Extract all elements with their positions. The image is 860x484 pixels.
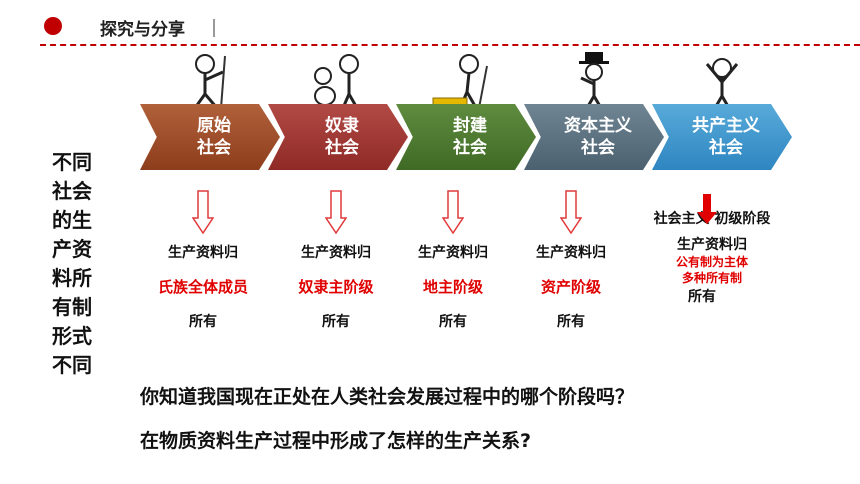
stage-label: 原始 社会 [197,116,231,158]
ownership-owner-line2: 多种所有制 [681,271,742,285]
stage-feudal: 封建 社会 [396,52,536,177]
slide-header: 探究与分享 [0,0,860,50]
ownership-column: 生产资料归 地主阶级 所有 [393,190,513,331]
stage-arrow: 封建 社会 [396,104,536,170]
question-2: 在物质资料生产过程中形成了怎样的生产关系? [140,430,532,452]
ownership-suffix: 所有 [189,314,217,330]
ownership-column: 生产资料归 奴隶主阶级 所有 [276,190,396,331]
cartoon-figure-icon [193,54,226,109]
ownership-owner: 氏族全体成员 [157,278,248,296]
down-arrow-icon [560,190,582,234]
socialism-column: 社会主义 初级阶段 生产资料归 公有制为主体 多种所有制 所有 [627,190,797,306]
stage-arrow: 原始 社会 [140,104,280,170]
cartoon-figure-icon [579,52,609,109]
stage-arrow: 奴隶 社会 [268,104,408,170]
socialism-stage-note: 社会主义 初级阶段 [653,211,771,227]
down-arrow-icon [442,190,464,234]
ownership-prefix: 生产资料归 [536,245,606,261]
header-title: 探究与分享 [100,20,185,40]
ownership-owner-line1: 公有制为主体 [675,255,748,269]
ownership-prefix: 生产资料归 [301,245,371,261]
header-dashed-line [40,44,860,46]
ownership-owner: 奴隶主阶级 [298,278,374,296]
ownership-suffix: 所有 [439,314,467,330]
ownership-column: 生产资料归 氏族全体成员 所有 [143,190,263,331]
society-stages: 原始 社会 奴隶 社会 封建 社会 [140,52,792,177]
red-dot-icon [44,17,62,35]
cartoon-figure-icon [432,54,488,109]
stage-communist: 共产主义 社会 [652,52,792,177]
header-divider [213,19,215,37]
ownership-prefix: 生产资料归 [418,245,488,261]
ownership-owner: 地主阶级 [422,278,483,296]
stage-primitive: 原始 社会 [140,52,280,177]
down-arrow-icon [192,190,214,234]
ownership-prefix: 生产资料归 [168,245,238,261]
cartoon-figure-icon [705,58,739,109]
down-arrow-icon [325,190,347,234]
stage-arrow: 资本主义 社会 [524,104,664,170]
stage-arrow: 共产主义 社会 [652,104,792,170]
cartoon-figure-icon [314,54,359,109]
stage-label: 封建 社会 [453,116,487,158]
stage-slavery: 奴隶 社会 [268,52,408,177]
side-caption: 不同社会的生产资料所有制形式不同 [52,150,92,377]
ownership-prefix: 生产资料归 [677,237,747,253]
stage-label: 共产主义 社会 [692,116,760,158]
ownership-column: 生产资料归 资产阶级 所有 [511,190,631,331]
ownership-suffix: 所有 [688,289,716,305]
down-arrow-icon [697,194,717,224]
ownership-suffix: 所有 [557,314,585,330]
ownership-owner: 资产阶级 [540,278,601,296]
stage-label: 资本主义 社会 [564,116,632,158]
ownership-suffix: 所有 [322,314,350,330]
stage-capitalist: 资本主义 社会 [524,52,664,177]
question-1: 你知道我国现在正处在人类社会发展过程中的哪个阶段吗？ [140,386,635,408]
stage-label: 奴隶 社会 [325,116,359,158]
